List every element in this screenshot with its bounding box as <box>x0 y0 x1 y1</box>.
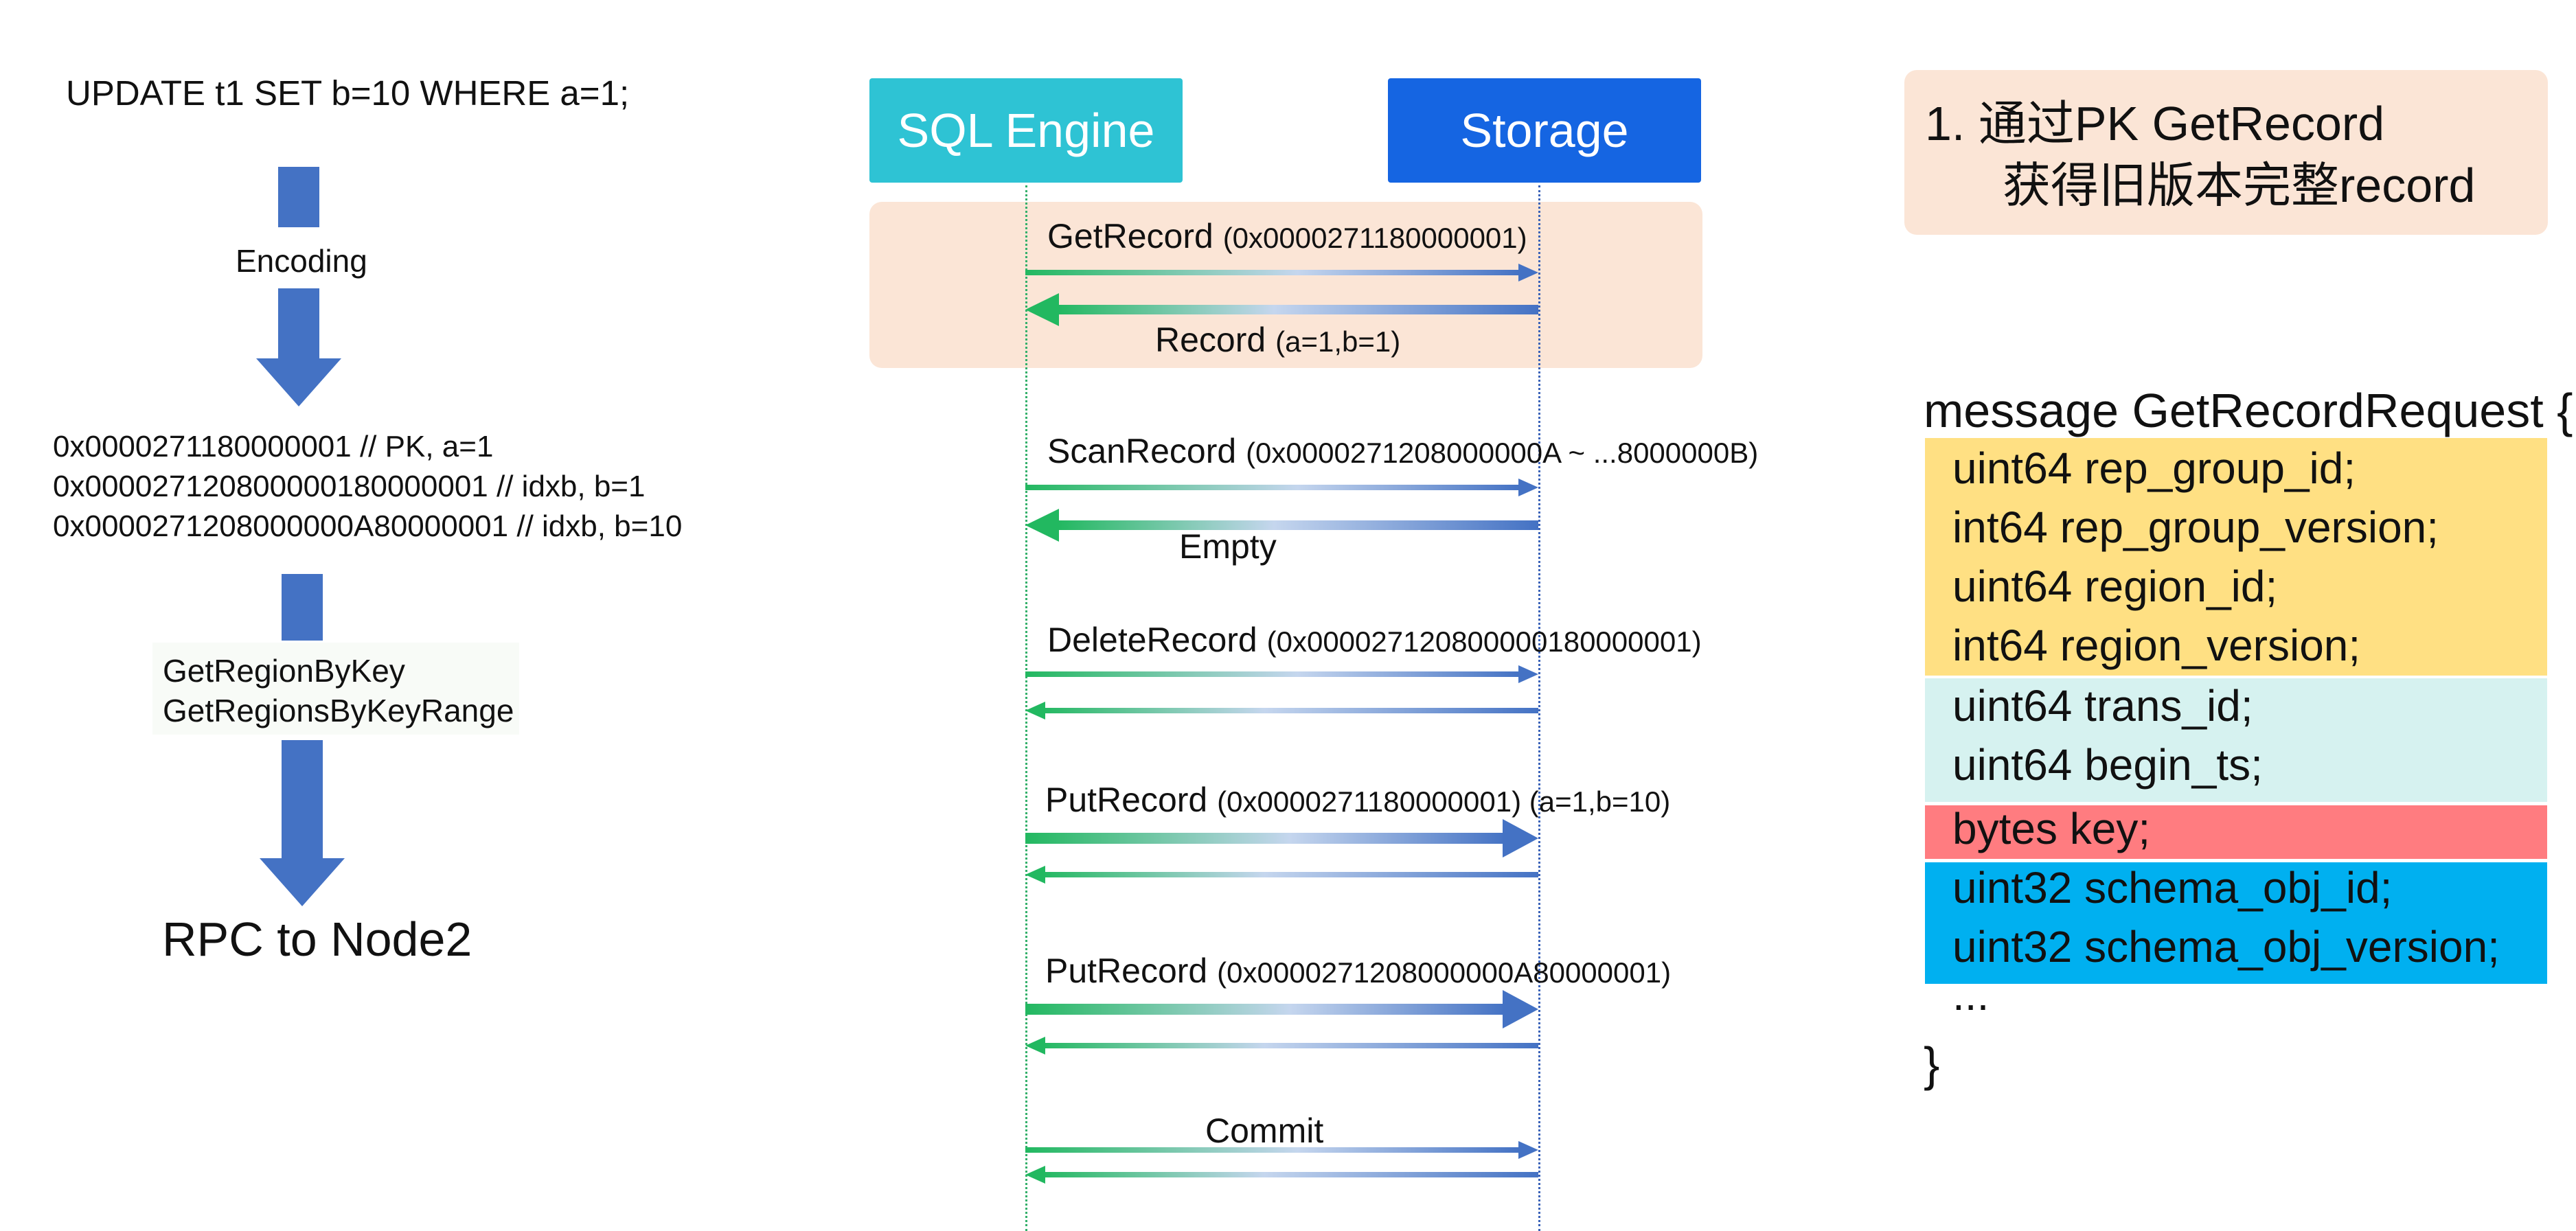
field-rep-group-id: uint64 rep_group_id; <box>1952 444 2356 493</box>
putrecord-pk-request-arrow <box>1025 819 1538 858</box>
region-lookup-box <box>152 643 519 735</box>
field-schema-obj-id: uint32 schema_obj_id; <box>1952 863 2393 912</box>
message-name: GetRecord <box>1047 217 1213 255</box>
sql-statement: UPDATE t1 SET b=10 WHERE a=1; <box>66 73 630 113</box>
message-name: DeleteRecord <box>1047 621 1257 659</box>
putrecord-idx-message-label: PutRecord (0x0000271208000000A80000001) <box>1045 951 1671 991</box>
encoding-arrow-shaft <box>278 288 319 358</box>
encoding-label: Encoding <box>236 243 367 279</box>
field-key: bytes key; <box>1952 804 2151 853</box>
message-name: ScanRecord <box>1047 432 1237 470</box>
field-rep-group-version: int64 rep_group_version; <box>1952 503 2439 552</box>
putrecord-pk-response-arrow <box>1025 866 1538 884</box>
deleterecord-message-label: DeleteRecord (0x000027120800000180000001… <box>1047 620 1702 660</box>
encoded-key-idxb-1: 0x000027120800000180000001 // idxb, b=1 <box>53 470 646 503</box>
rpc-to-node-label: RPC to Node2 <box>162 912 472 966</box>
message-name: PutRecord <box>1045 781 1208 819</box>
message-name: PutRecord <box>1045 952 1208 990</box>
field-schema-obj-version: uint32 schema_obj_version; <box>1952 922 2500 971</box>
message-argument: (a=1,b=1) <box>1275 325 1401 358</box>
step-note-line-1: 1. 通过PK GetRecord <box>1925 97 2385 150</box>
region-arrow-head <box>260 858 345 906</box>
sql-engine-header: SQL Engine <box>869 78 1183 183</box>
deleterecord-response-arrow <box>1025 702 1538 720</box>
getrecord-request-arrow <box>1025 264 1538 281</box>
storage-lifeline <box>1538 185 1540 1231</box>
putrecord-pk-message-label: PutRecord (0x0000271180000001) (a=1,b=10… <box>1045 780 1670 820</box>
empty-response-arrow <box>1025 509 1538 542</box>
message-argument: (0x0000271180000001) <box>1222 222 1527 254</box>
schema-fields-band <box>1925 862 2547 984</box>
getrecord-message-label: GetRecord (0x0000271180000001) <box>1047 216 1527 256</box>
field-begin-ts: uint64 begin_ts; <box>1952 740 2263 790</box>
flow-arrow-shaft <box>282 574 323 641</box>
field-region-id: uint64 region_id; <box>1952 562 2278 611</box>
message-argument: (0x0000271208000000A80000001) <box>1217 956 1672 989</box>
step-note-box <box>1904 70 2548 235</box>
putrecord-idx-request-arrow <box>1025 990 1538 1028</box>
message-name: Record <box>1155 321 1266 359</box>
field-region-version: int64 region_version; <box>1952 621 2361 670</box>
storage-header: Storage <box>1388 78 1701 183</box>
encoding-arrow-head <box>256 358 341 406</box>
message-argument: (0x0000271180000001) (a=1,b=10) <box>1217 785 1671 818</box>
commit-response-arrow <box>1025 1166 1538 1184</box>
message-argument: (0x000027120800000180000001) <box>1266 625 1702 658</box>
commit-request-arrow <box>1025 1141 1538 1159</box>
empty-message-label: Empty <box>1179 527 1277 566</box>
region-fields-band <box>1925 438 2547 676</box>
putrecord-idx-response-arrow <box>1025 1037 1538 1055</box>
step-note-line-2: 获得旧版本完整record <box>2003 159 2476 212</box>
step-note-text: 1. 通过PK GetRecord 获得旧版本完整record <box>1925 93 2475 216</box>
sql-engine-lifeline <box>1025 185 1027 1231</box>
encoded-key-pk: 0x0000271180000001 // PK, a=1 <box>53 430 494 463</box>
scanrecord-message-label: ScanRecord (0x0000271208000000A ~ ...800… <box>1047 431 1758 471</box>
proto-message-header: message GetRecordRequest { <box>1924 384 2573 437</box>
scanrecord-request-arrow <box>1025 479 1538 496</box>
commit-message-label: Commit <box>1205 1112 1324 1150</box>
region-arrow-shaft <box>282 740 323 858</box>
get-region-by-key-label: GetRegionByKey <box>163 653 405 689</box>
transaction-fields-band <box>1925 678 2547 802</box>
record-message-label: Record (a=1,b=1) <box>1155 320 1400 360</box>
key-field-band <box>1925 805 2547 859</box>
encoded-key-idxb-10: 0x0000271208000000A80000001 // idxb, b=1… <box>53 509 683 543</box>
getrecord-highlight-zone <box>869 202 1702 368</box>
proto-closing-brace: } <box>1924 1037 1940 1091</box>
field-ellipsis: ... <box>1952 970 1990 1020</box>
deleterecord-request-arrow <box>1025 665 1538 683</box>
get-regions-by-key-range-label: GetRegionsByKeyRange <box>163 693 514 728</box>
record-response-arrow <box>1025 293 1538 326</box>
message-argument: (0x0000271208000000A ~ ...8000000B) <box>1246 437 1759 469</box>
flow-arrow-shaft <box>278 167 319 227</box>
field-trans-id: uint64 trans_id; <box>1952 681 2253 730</box>
